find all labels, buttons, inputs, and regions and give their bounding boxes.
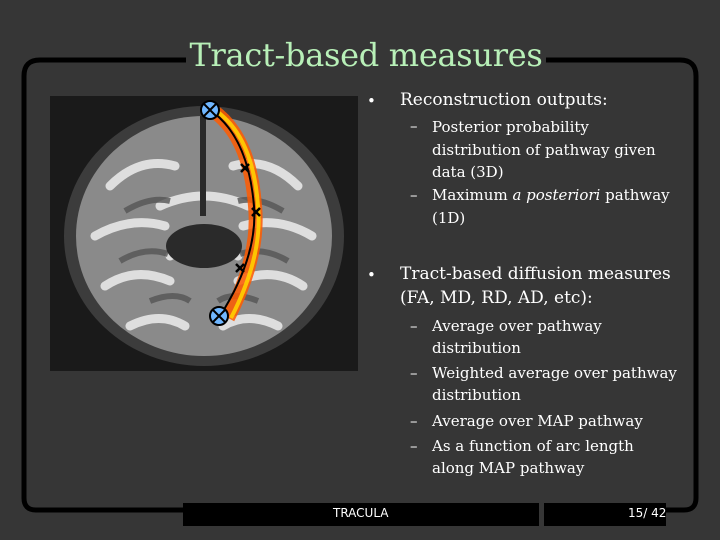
dash-marker: – xyxy=(410,437,418,455)
map-pathway-curve xyxy=(209,109,256,317)
dash-marker: – xyxy=(410,364,418,382)
subitem-arc-length-line2: along MAP pathway xyxy=(432,459,585,477)
footer-bar-left xyxy=(183,503,539,526)
footer-bar-right xyxy=(544,503,666,526)
subitem-avg-pathway-line2: distribution xyxy=(432,339,521,357)
bullet-dot: • xyxy=(367,92,376,110)
bullet-diffusion-measures-line1: Tract-based diffusion measures xyxy=(400,264,671,284)
subitem-map-line1: Maximum a posteriori pathway xyxy=(432,186,670,204)
subitem-posterior-line3: data (3D) xyxy=(432,163,504,181)
subitem-avg-pathway-line1: Average over pathway xyxy=(432,317,602,335)
dash-marker: – xyxy=(410,186,418,204)
bullet-dot: • xyxy=(367,266,376,284)
pathway-endpoint-bottom xyxy=(209,306,229,326)
subitem-map-line2: (1D) xyxy=(432,208,466,227)
subitem-weighted-avg-line1: Weighted average over pathway xyxy=(432,364,677,382)
subitem-avg-map-line1: Average over MAP pathway xyxy=(432,412,643,430)
control-point-markers xyxy=(235,163,261,273)
dash-marker: – xyxy=(410,317,418,335)
subitem-weighted-avg-line2: distribution xyxy=(432,386,521,404)
bullet-reconstruction-outputs: Reconstruction outputs: xyxy=(400,90,608,110)
brain-mri-image xyxy=(50,96,358,371)
dash-marker: – xyxy=(410,412,418,430)
page-number: 15/ 42 xyxy=(628,506,667,520)
bullet-diffusion-measures-line2: (FA, MD, RD, AD, etc): xyxy=(400,288,593,308)
dash-marker: – xyxy=(410,117,418,135)
slide-title: Tract-based measures xyxy=(189,36,543,74)
subitem-posterior-line1: Posterior probability xyxy=(432,118,589,136)
subitem-arc-length-line1: As a function of arc length xyxy=(432,437,634,455)
pathway-endpoint-top xyxy=(200,100,220,120)
footer-title: TRACULA xyxy=(333,506,389,520)
subitem-posterior-line2: distribution of pathway given xyxy=(432,140,656,159)
